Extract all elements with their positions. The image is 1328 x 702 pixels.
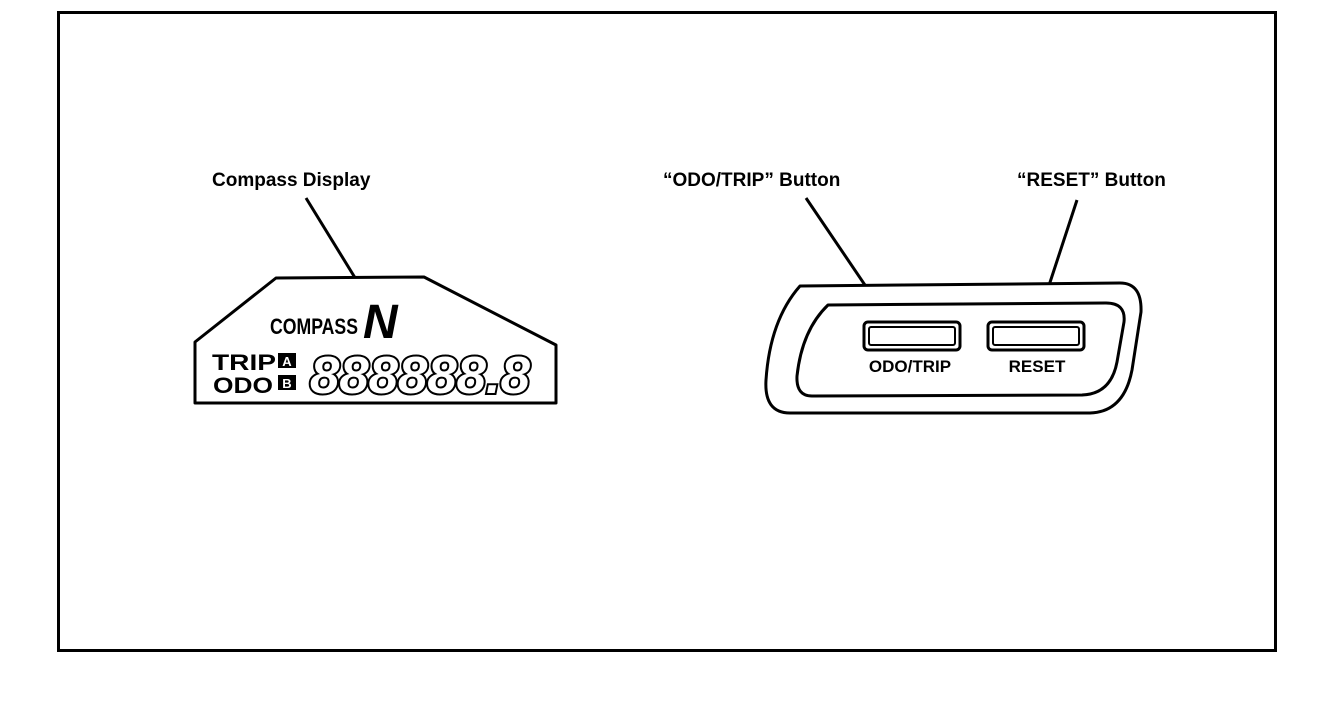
reset-button-label: RESET	[1009, 357, 1066, 376]
display-outline	[193, 275, 558, 405]
odometer-digits: 888888.8	[310, 347, 530, 405]
odo-trip-button[interactable]	[862, 320, 962, 352]
button-panel: ODO/TRIP RESET	[764, 281, 1143, 415]
reset-button[interactable]	[986, 320, 1086, 352]
compass-heading: N	[363, 296, 399, 349]
trip-a-letter: A	[282, 354, 292, 369]
trip-b-badge	[278, 375, 296, 390]
callout-compass-display: Compass Display	[212, 170, 371, 191]
odo-trip-button-label: ODO/TRIP	[869, 357, 951, 376]
diagram-frame	[57, 11, 1277, 652]
compass-display: COMPASS N TRIP ODO A B 888888.8	[193, 275, 558, 407]
callout-reset-button: “RESET” Button	[1017, 170, 1166, 191]
odo-label: ODO	[213, 373, 273, 398]
trip-b-letter: B	[282, 376, 291, 391]
compass-label: COMPASS	[270, 314, 358, 339]
callout-odo-trip-button: “ODO/TRIP” Button	[663, 170, 841, 191]
trip-label: TRIP	[212, 350, 276, 375]
panel-inner-outline	[795, 301, 1126, 398]
trip-a-badge	[278, 353, 296, 368]
